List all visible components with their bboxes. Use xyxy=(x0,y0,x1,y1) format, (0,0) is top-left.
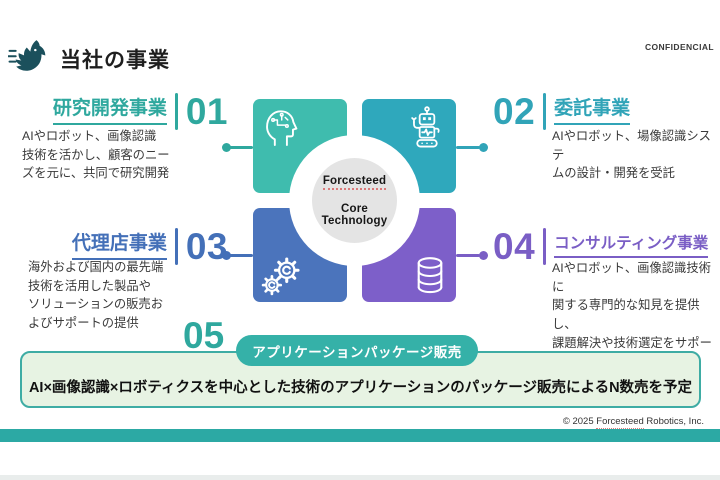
connector-dot-01 xyxy=(222,143,231,152)
horse-logo-icon xyxy=(7,38,48,81)
section-02-divider xyxy=(543,93,547,130)
connector-line-03 xyxy=(229,254,253,257)
section-03-header: 代理店事業 03 xyxy=(20,228,228,265)
section-01-divider xyxy=(174,93,178,130)
connector-dot-04 xyxy=(479,251,488,260)
section-02-header: 02 委託事業 xyxy=(493,91,631,132)
section-03-divider xyxy=(174,228,178,265)
section-02-number: 02 xyxy=(493,91,536,132)
application-package-pill: アプリケーションパッケージ販売 xyxy=(236,335,478,366)
section-01-number: 01 xyxy=(185,91,228,132)
section-01-header: 研究開発事業 01 xyxy=(20,93,228,130)
section-04-number: 04 xyxy=(493,226,536,267)
section-02-title: 委託事業 xyxy=(554,98,631,125)
section-04-divider xyxy=(543,228,547,265)
bottom-accent-bar xyxy=(0,429,720,442)
robot-icon xyxy=(411,106,440,148)
connector-line-04 xyxy=(456,254,480,257)
connector-line-01 xyxy=(229,146,253,149)
connector-line-02 xyxy=(456,146,480,149)
gears-icon xyxy=(261,257,300,296)
section-03-number: 03 xyxy=(185,226,228,267)
head-circuit-icon xyxy=(266,110,298,146)
copyright-brand: Forcesteed xyxy=(596,416,644,429)
page-title: 当社の事業 xyxy=(60,49,170,72)
page-edge-strip xyxy=(0,475,720,480)
copyright-prefix: © 2025 xyxy=(562,416,597,427)
section-04-description: AIやロボット、画像認識技術に 関する専門的な知見を提供し、 課題解決や技術選定… xyxy=(552,261,712,368)
section-02-description: AIやロボット、場像認識システ ムの設計・開発を受託 xyxy=(552,129,711,181)
section-01-title: 研究開発事業 xyxy=(52,98,167,125)
section-04-header: 04 コンサルティング事業 xyxy=(493,226,709,267)
section-01-description: AIやロボット、画像認識 技術を活かし、顧客のニー ズを元に、共同で研究開発 xyxy=(22,129,170,181)
database-icon xyxy=(417,257,443,294)
core-technology-text: Core Technology xyxy=(321,202,388,227)
copyright-suffix: Robotics, Inc. xyxy=(643,416,704,427)
connector-dot-02 xyxy=(479,143,488,152)
connector-dot-03 xyxy=(222,251,231,260)
copyright: © 2025 Forcesteed Robotics, Inc. xyxy=(562,416,704,429)
core-brand-text: Forcesteed xyxy=(322,175,387,190)
section-03-title: 代理店事業 xyxy=(71,233,167,260)
core-technology-circle: Forcesteed Core Technology xyxy=(312,158,397,243)
section-04-title: コンサルティング事業 xyxy=(554,235,709,258)
section-05-number: 05 xyxy=(183,315,225,356)
section-03-description: 海外および国内の最先端 技術を活用した製品や ソリューションの販売お よびサポー… xyxy=(28,260,164,331)
sales-summary-text: AI×画像認識×ロボティクスを中心とした技術のアプリケーションのパッケージ販売に… xyxy=(28,380,693,396)
confidential-label: CONFIDENCIAL xyxy=(644,42,714,52)
